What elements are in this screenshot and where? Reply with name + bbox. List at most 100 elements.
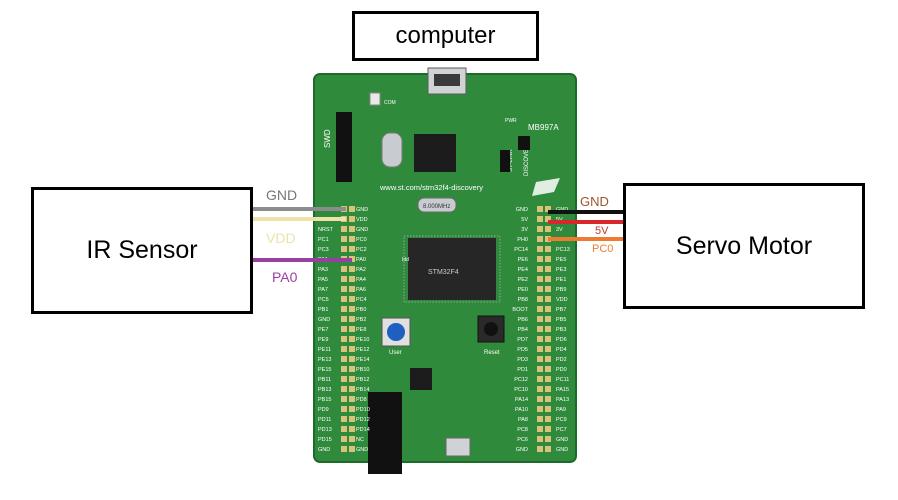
header-pin: [537, 386, 543, 392]
pin-label: PB4: [518, 327, 528, 333]
pin-label: PC3: [318, 247, 329, 253]
header-pin: [349, 276, 355, 282]
crystal-label: 8.000MHz: [423, 204, 450, 210]
header-pin: [537, 216, 543, 222]
pin-label: PC14: [514, 247, 528, 253]
servo-motor-label: Servo Motor: [675, 231, 813, 260]
pin-label: BOOT: [512, 307, 528, 313]
pin-label: PE1: [556, 277, 566, 283]
pin-label: PD4: [556, 347, 567, 353]
pin-label: PC10: [514, 387, 528, 393]
header-pin: [537, 206, 543, 212]
header-pin: [545, 306, 551, 312]
header-pin: [349, 216, 355, 222]
pin-label: PD0: [556, 367, 567, 373]
header-pin: [341, 426, 347, 432]
pin-label: PB15: [318, 397, 331, 403]
header-pin: [545, 386, 551, 392]
ir-sensor-label: IR Sensor: [86, 236, 198, 264]
header-pin: [341, 226, 347, 232]
pin-label: PB6: [518, 317, 528, 323]
swd-header: [336, 112, 352, 182]
header-pin: [537, 296, 543, 302]
header-pin: [349, 236, 355, 242]
computer-label: computer: [395, 22, 496, 49]
header-pin: [349, 246, 355, 252]
header-pin: [545, 366, 551, 372]
header-pin: [349, 446, 355, 452]
pin-label: GND: [356, 207, 368, 213]
header-pin: [545, 246, 551, 252]
header-pin: [537, 376, 543, 382]
header-pin: [537, 306, 543, 312]
pin-label: PB3: [556, 327, 566, 333]
pin-label: PA5: [318, 277, 328, 283]
pin-label: GND: [516, 207, 528, 213]
header-pin: [545, 376, 551, 382]
pin-label: PC1: [318, 237, 329, 243]
pin-label: PC6: [517, 437, 528, 443]
header-pin: [341, 276, 347, 282]
pin-label: PA7: [318, 287, 328, 293]
computer-box: computer: [352, 11, 539, 61]
pin-label: PE14: [356, 357, 369, 363]
header-pin: [545, 396, 551, 402]
pin-label: PA6: [356, 287, 366, 293]
header-pin: [349, 416, 355, 422]
header-pin: [537, 346, 543, 352]
pin-label: PE4: [518, 267, 528, 273]
main-mcu: [408, 238, 496, 300]
pin-label: PE0: [518, 287, 528, 293]
header-pin: [537, 446, 543, 452]
reset-label: Reset: [484, 350, 500, 356]
pin-label: 3V: [521, 227, 528, 233]
header-pin: [537, 396, 543, 402]
header-pin: [341, 346, 347, 352]
pin-label: PE3: [556, 267, 566, 273]
header-pin: [349, 266, 355, 272]
jumper-1: [500, 150, 510, 172]
header-pin: [341, 266, 347, 272]
header-pin: [349, 406, 355, 412]
header-pin: [537, 266, 543, 272]
stlink-label: ST-LINK: [508, 149, 514, 172]
pin-label: PD10: [356, 407, 370, 413]
header-pin: [545, 446, 551, 452]
pin-label: PE12: [356, 347, 369, 353]
header-pin: [537, 366, 543, 372]
pin-label: PD12: [356, 417, 370, 423]
crystal-stlink: [381, 132, 403, 168]
pin-label: NC: [356, 437, 364, 443]
pin-label: PA2: [356, 267, 366, 273]
header-pin: [537, 316, 543, 322]
crystal-main: [417, 197, 457, 213]
pin-label: 5V: [521, 217, 528, 223]
wire-label-pa0-left: PA0: [272, 269, 298, 285]
header-pin: [545, 416, 551, 422]
pin-label: PA3: [318, 267, 328, 273]
left-wires: GND VDD PA0: [253, 187, 352, 285]
pin-label: PE11: [318, 347, 331, 353]
pin-label: PD8: [356, 397, 367, 403]
header-pin: [537, 326, 543, 332]
servo-motor-box: Servo Motor: [623, 183, 865, 309]
pin-label: PA10: [515, 407, 528, 413]
board-url: www.st.com/stm32f4-discovery: [379, 183, 483, 192]
pin-label: PD15: [318, 437, 332, 443]
header-pin: [545, 286, 551, 292]
pin-label: GND: [356, 227, 368, 233]
header-pin: [341, 396, 347, 402]
header-pin: [545, 216, 551, 222]
pin-label: PD9: [318, 407, 329, 413]
micro-usb-connector: [445, 437, 471, 457]
pin-label: GND: [356, 447, 368, 453]
header-pin: [341, 316, 347, 322]
pin-label: PA8: [518, 417, 528, 423]
header-pin: [341, 336, 347, 342]
header-pin: [341, 446, 347, 452]
st-logo-icon: [532, 178, 560, 196]
user-label: User: [389, 350, 402, 356]
pin-label: PE8: [356, 327, 366, 333]
pin-label: PD7: [517, 337, 528, 343]
header-pin: [349, 386, 355, 392]
